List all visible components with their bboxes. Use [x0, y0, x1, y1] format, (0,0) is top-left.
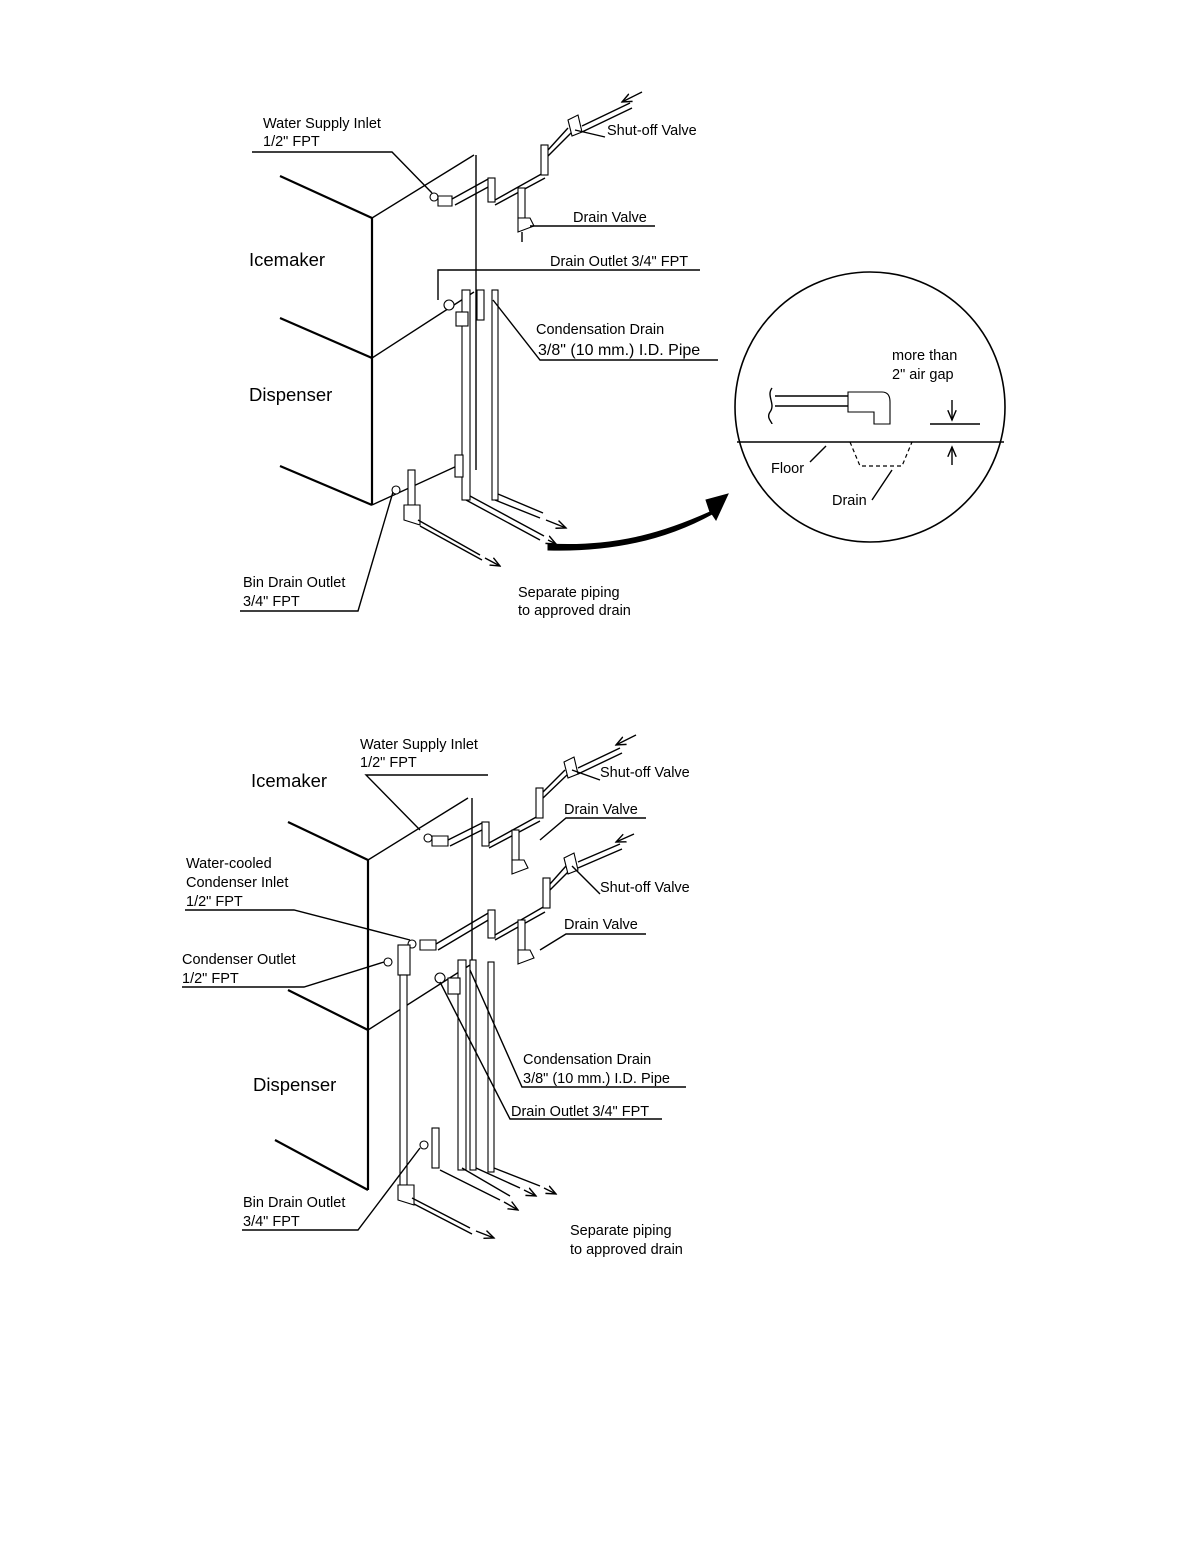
dispenser-label-2: Dispenser: [253, 1074, 336, 1095]
bin-drain-outlet-label-1: Bin Drain Outlet: [243, 575, 345, 591]
water-supply-piping-2: [407, 734, 637, 965]
water-supply-inlet-label-1: Water Supply Inlet: [263, 116, 381, 132]
svg-text:to approved drain: to approved drain: [518, 603, 631, 619]
svg-text:more than: more than: [892, 348, 957, 364]
svg-text:Water-cooled: Water-cooled: [186, 856, 272, 872]
condenser-inlet-label-line2: Condenser Inlet: [186, 875, 288, 891]
separate-piping-label-1: Separate piping: [518, 585, 620, 601]
svg-text:Icemaker: Icemaker: [249, 249, 325, 270]
drain-valve-label-1: Drain Valve: [573, 210, 647, 226]
shutoff-valve-label-1: Shut-off Valve: [607, 123, 697, 139]
svg-text:Drain Valve: Drain Valve: [573, 210, 647, 226]
air-gap-label-line2: 2" air gap: [892, 367, 954, 383]
diagram-water-cooled: Water Supply Inlet 1/2" FPT Icemaker Shu…: [182, 734, 690, 1258]
svg-text:Bin Drain Outlet: Bin Drain Outlet: [243, 575, 345, 591]
drain-valve-label-2a: Drain Valve: [564, 802, 638, 818]
cabinet-1: [279, 154, 477, 507]
drain-valve-label-2b: Drain Valve: [564, 917, 638, 933]
condensation-drain-label-2: Condensation Drain: [523, 1052, 651, 1068]
diagram-air-cooled: Water Supply Inlet 1/2" FPT Shut-off Val…: [240, 91, 1006, 619]
condensation-drain-label-1: Condensation Drain: [536, 322, 664, 338]
svg-text:Water Supply Inlet: Water Supply Inlet: [360, 737, 478, 753]
bin-drain-outlet-size-1: 3/4" FPT: [243, 594, 300, 610]
bin-drain-outlet-size-2: 3/4" FPT: [243, 1214, 300, 1230]
shutoff-valve-label-2b: Shut-off Valve: [600, 880, 690, 896]
svg-text:Floor: Floor: [771, 461, 804, 477]
drain-label: Drain: [832, 493, 867, 509]
svg-text:1/2" FPT: 1/2" FPT: [182, 971, 239, 987]
svg-text:Drain Outlet 3/4" FPT: Drain Outlet 3/4" FPT: [511, 1104, 649, 1120]
drain-outlet-label-2: Drain Outlet 3/4" FPT: [511, 1104, 649, 1120]
svg-text:Shut-off Valve: Shut-off Valve: [600, 880, 690, 896]
drain-piping-2: [383, 944, 556, 1238]
drain-outlet-label-1: Drain Outlet 3/4" FPT: [550, 254, 688, 270]
svg-text:Condenser Outlet: Condenser Outlet: [182, 952, 296, 968]
svg-text:3/4" FPT: 3/4" FPT: [243, 1214, 300, 1230]
svg-text:Drain Outlet 3/4" FPT: Drain Outlet 3/4" FPT: [550, 254, 688, 270]
svg-text:Icemaker: Icemaker: [251, 770, 327, 791]
icemaker-label-1: Icemaker: [249, 249, 325, 270]
condensation-drain-size-2: 3/8" (10 mm.) I.D. Pipe: [523, 1071, 670, 1087]
dispenser-label-1: Dispenser: [249, 384, 332, 405]
svg-text:1/2" FPT: 1/2" FPT: [186, 894, 243, 910]
approved-drain-label-2: to approved drain: [570, 1242, 683, 1258]
leaders-1: [240, 129, 718, 612]
water-supply-inlet-size-2: 1/2" FPT: [360, 755, 417, 771]
svg-text:Separate piping: Separate piping: [518, 585, 620, 601]
svg-text:Separate piping: Separate piping: [570, 1223, 672, 1239]
svg-text:Dispenser: Dispenser: [253, 1074, 336, 1095]
svg-text:Drain Valve: Drain Valve: [564, 917, 638, 933]
svg-text:1/2" FPT: 1/2" FPT: [263, 134, 320, 150]
svg-text:Bin Drain Outlet: Bin Drain Outlet: [243, 1195, 345, 1211]
condenser-outlet-label: Condenser Outlet: [182, 952, 296, 968]
air-gap-detail: more than 2" air gap Floor Drain: [734, 271, 1006, 543]
svg-text:Shut-off Valve: Shut-off Valve: [607, 123, 697, 139]
svg-text:Condensation Drain: Condensation Drain: [536, 322, 664, 338]
svg-text:2" air gap: 2" air gap: [892, 367, 954, 383]
condenser-outlet-size: 1/2" FPT: [182, 971, 239, 987]
condenser-inlet-size: 1/2" FPT: [186, 894, 243, 910]
shutoff-valve-label-2a: Shut-off Valve: [600, 765, 690, 781]
detail-arrow: [547, 493, 729, 551]
approved-drain-label-1: to approved drain: [518, 603, 631, 619]
water-supply-inlet-label-2: Water Supply Inlet: [360, 737, 478, 753]
svg-text:Shut-off Valve: Shut-off Valve: [600, 765, 690, 781]
condensation-drain-size-1: 3/8" (10 mm.) I.D. Pipe: [538, 342, 700, 359]
bin-drain-outlet-label-2: Bin Drain Outlet: [243, 1195, 345, 1211]
svg-text:3/4" FPT: 3/4" FPT: [243, 594, 300, 610]
drain-piping-1: [391, 289, 566, 566]
svg-text:3/8" (10 mm.) I.D. Pipe: 3/8" (10 mm.) I.D. Pipe: [538, 342, 700, 359]
icemaker-label-2: Icemaker: [251, 770, 327, 791]
cabinet-2: [274, 797, 473, 1191]
separate-piping-label-2: Separate piping: [570, 1223, 672, 1239]
water-supply-piping-1: [429, 91, 643, 242]
svg-text:Condenser Inlet: Condenser Inlet: [186, 875, 288, 891]
air-gap-label-line1: more than: [892, 348, 957, 364]
svg-text:Condensation Drain: Condensation Drain: [523, 1052, 651, 1068]
svg-text:1/2" FPT: 1/2" FPT: [360, 755, 417, 771]
svg-text:Dispenser: Dispenser: [249, 384, 332, 405]
svg-text:3/8" (10 mm.) I.D. Pipe: 3/8" (10 mm.) I.D. Pipe: [523, 1071, 670, 1087]
svg-text:to approved drain: to approved drain: [570, 1242, 683, 1258]
svg-text:Drain: Drain: [832, 493, 867, 509]
svg-text:Water Supply Inlet: Water Supply Inlet: [263, 116, 381, 132]
svg-text:Drain Valve: Drain Valve: [564, 802, 638, 818]
leaders-2: [182, 769, 686, 1231]
floor-label: Floor: [771, 461, 804, 477]
water-supply-inlet-size-1: 1/2" FPT: [263, 134, 320, 150]
condenser-inlet-label-line1: Water-cooled: [186, 856, 272, 872]
